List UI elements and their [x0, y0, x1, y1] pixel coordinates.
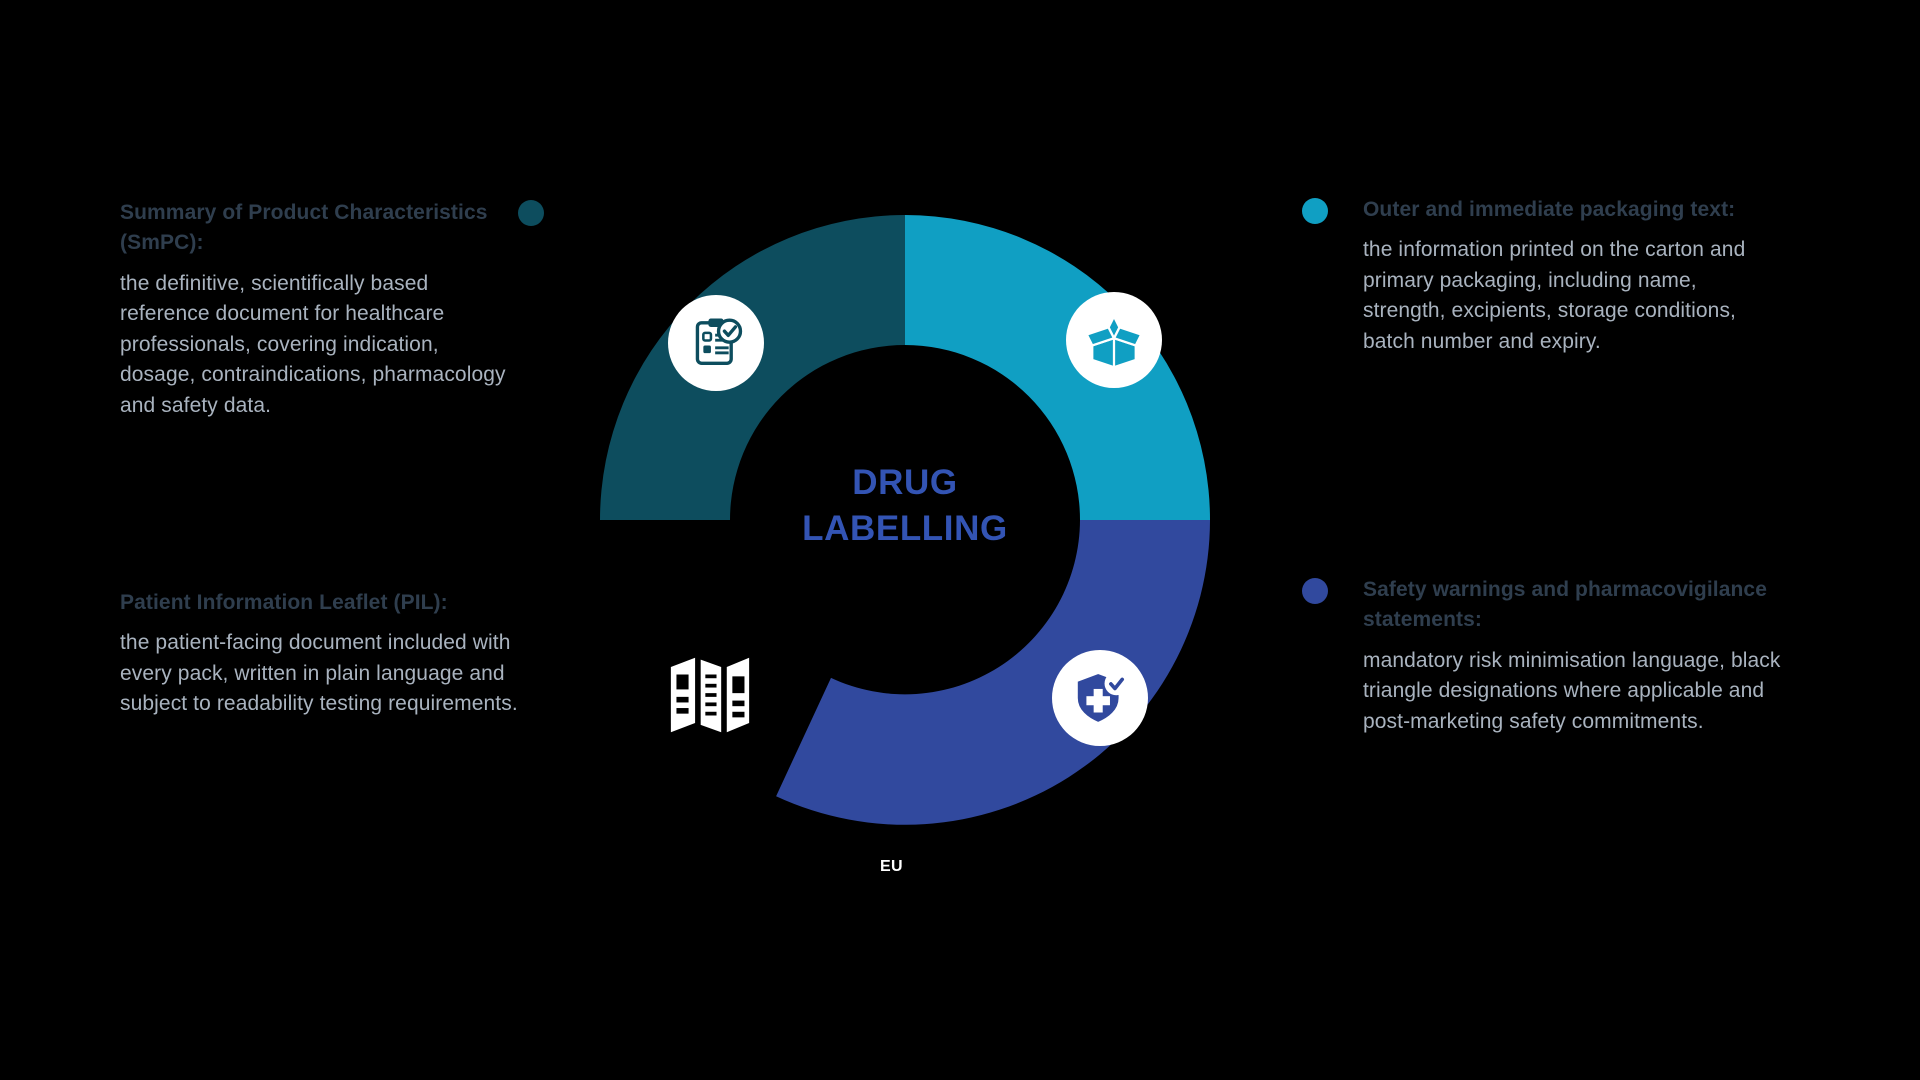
text-block-smpc: Summary of Product Characteristics (SmPC… — [120, 198, 520, 421]
shield-medical-check-icon — [1075, 671, 1129, 725]
text-block-pil: Patient Information Leaflet (PIL): the p… — [120, 588, 520, 720]
folded-leaflet-icon-badge[interactable] — [660, 645, 760, 745]
segment-packaging-arc[interactable] — [905, 215, 1210, 520]
heading-safety: Safety warnings and pharmacovigilance st… — [1363, 578, 1767, 632]
folded-leaflet-icon — [670, 657, 750, 733]
center-title-line-1: DRUG — [852, 463, 958, 502]
text-block-packaging: Outer and immediate packaging text: the … — [1363, 195, 1773, 357]
body-safety: mandatory risk minimisation language, bl… — [1363, 648, 1781, 733]
heading-packaging: Outer and immediate packaging text: — [1363, 198, 1736, 221]
bullet-dot-safety — [1302, 578, 1328, 604]
region-label: EU — [880, 858, 903, 875]
open-box-icon — [1085, 315, 1143, 369]
bullet-dot-smpc — [518, 200, 544, 226]
open-box-icon-badge[interactable] — [1066, 292, 1162, 388]
segment-safety-arc[interactable] — [776, 520, 1210, 825]
heading-pil: Patient Information Leaflet (PIL): — [120, 591, 448, 614]
clipboard-check-icon — [695, 318, 743, 365]
center-title-line-2: LABELLING — [802, 509, 1008, 549]
body-smpc: the definitive, scientifically based ref… — [120, 271, 506, 417]
text-block-safety: Safety warnings and pharmacovigilance st… — [1363, 575, 1793, 737]
shield-medical-check-icon-badge[interactable] — [1052, 650, 1148, 746]
body-packaging: the information printed on the carton an… — [1363, 238, 1746, 353]
body-pil: the patient-facing document included wit… — [120, 631, 518, 716]
center-title: DRUG LABELLING — [560, 460, 1250, 552]
clipboard-check-icon-badge[interactable] — [668, 295, 764, 391]
bullet-dot-packaging — [1302, 198, 1328, 224]
heading-smpc: Summary of Product Characteristics (SmPC… — [120, 201, 488, 255]
